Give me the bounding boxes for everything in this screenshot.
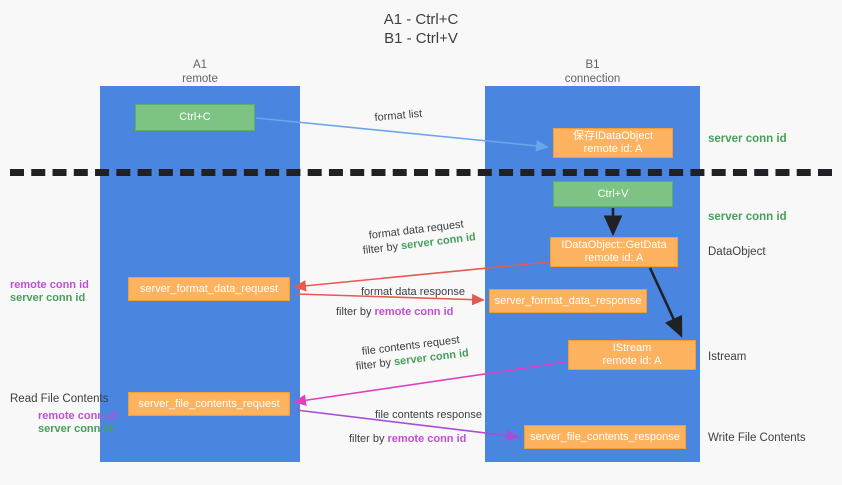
remote-conn-id-token: remote conn id bbox=[374, 306, 454, 318]
caption-file-contents-response-filter: filter by remote conn id bbox=[349, 432, 466, 447]
left-server-conn-id-1: server conn id bbox=[10, 292, 86, 304]
filter-by-label: filter by bbox=[336, 306, 375, 318]
node-server-format-data-request[interactable]: server_format_data_request bbox=[128, 277, 290, 301]
remote-conn-id-token: remote conn id bbox=[387, 433, 467, 445]
caption-format-list-text: format list bbox=[374, 107, 423, 124]
caption-format-data-response-filter: filter by remote conn id bbox=[336, 305, 453, 320]
node-idataobject-getdata[interactable]: IDataObject::GetData remote id: A bbox=[550, 237, 678, 267]
filter-by-label: filter by bbox=[362, 240, 402, 257]
right-label-dataobject: DataObject bbox=[708, 246, 766, 258]
node-ctrl-c[interactable]: Ctrl+C bbox=[135, 104, 255, 131]
node-istream[interactable]: IStream remote id: A bbox=[568, 340, 696, 370]
node-server-file-contents-response[interactable]: server_file_contents_response bbox=[524, 425, 686, 449]
left-remote-conn-id-1: remote conn id bbox=[10, 279, 89, 291]
caption-format-data-response-text: format data response bbox=[361, 286, 465, 298]
column-header-a1: A1 remote bbox=[182, 59, 218, 85]
left-remote-conn-id-2: remote conn id bbox=[38, 410, 117, 422]
node-server-format-data-response[interactable]: server_format_data_response bbox=[489, 289, 647, 313]
column-header-b1: B1 connection bbox=[564, 59, 621, 85]
filter-by-label: filter by bbox=[355, 356, 395, 373]
right-label-server-conn-id-mid: server conn id bbox=[708, 211, 787, 223]
left-label-conn-ids-1: remote conn id server conn id bbox=[10, 279, 89, 305]
node-save-idataobject[interactable]: 保存IDataObject remote id: A bbox=[553, 128, 673, 158]
caption-format-list: format list bbox=[374, 107, 423, 126]
caption-file-contents-response: file contents response bbox=[375, 408, 482, 423]
right-label-server-conn-id-top: server conn id bbox=[708, 133, 787, 145]
divider-dashed-line bbox=[10, 169, 832, 176]
filter-by-label: filter by bbox=[349, 433, 388, 445]
node-server-file-contents-request[interactable]: server_file_contents_request bbox=[128, 392, 290, 416]
caption-format-data-response: format data response bbox=[361, 285, 465, 300]
left-label-conn-ids-2: remote conn id server conn id bbox=[38, 410, 117, 436]
right-label-write-file-contents: Write File Contents bbox=[708, 432, 806, 444]
left-label-read-file-contents: Read File Contents bbox=[10, 393, 109, 405]
left-server-conn-id-2: server conn id bbox=[38, 423, 114, 435]
caption-file-contents-response-text: file contents response bbox=[375, 409, 483, 421]
node-ctrl-v[interactable]: Ctrl+V bbox=[553, 181, 673, 207]
right-label-istream: Istream bbox=[708, 351, 747, 363]
page-title: A1 - Ctrl+C B1 - Ctrl+V bbox=[383, 11, 459, 47]
